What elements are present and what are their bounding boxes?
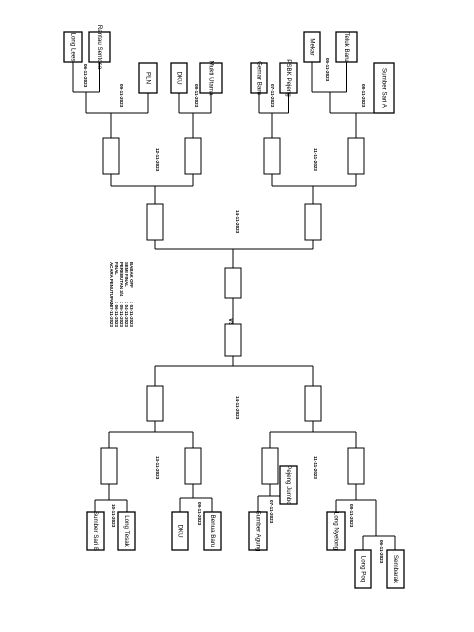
team-box-long-nyelong — [326, 511, 346, 551]
schedule-block: BABAK OFF SEMI FINAL PEREBUTAN 3/4 FINAL… — [109, 262, 134, 327]
team-box-long-poq — [354, 549, 372, 589]
date-mukti-match: 08-11-2023 — [194, 84, 199, 108]
date-pejeng-match: 07-11-2023 — [269, 500, 274, 524]
top-match-dates: 06-11-2023 09-11-2023 08-11-2023 07-11-2… — [83, 58, 366, 234]
bottom-match-boxes — [100, 385, 365, 485]
date-top-right-quarter: 11-11-2023 — [313, 148, 318, 171]
schedule-stage-1: BABAK OFF — [129, 262, 134, 288]
label-dku-bottom: DKU — [176, 524, 183, 537]
label-long-tesak: Long Tesak — [123, 515, 130, 547]
team-box-sumber-sari-b — [86, 511, 105, 551]
date-sumber-a-match: 08-11-2023 — [361, 84, 366, 108]
team-box-dku-bottom — [171, 511, 189, 551]
final-box-top — [224, 267, 242, 299]
label-gemar-baru: Gemar Baru — [255, 61, 262, 95]
semi-box-bottom-left — [146, 385, 164, 422]
team-box-pejeng-jumbo — [279, 465, 298, 505]
top-team-boxes — [63, 31, 395, 114]
team-box-sumber-agung — [248, 511, 268, 551]
label-sembarak: Sembarak — [392, 555, 399, 584]
label-sumber-agung: Sumber Agung — [254, 511, 261, 552]
date-nyelong-match: 08-11-2023 — [349, 504, 354, 528]
date-psbk-match: 07-11-2023 — [270, 84, 275, 108]
vs-label: VS — [227, 318, 234, 326]
label-mekar: Mekar — [308, 38, 315, 55]
date-benua-match: 09-11-2023 — [197, 502, 202, 526]
label-psbk-pejeng: PSBK Pejeng — [285, 59, 292, 97]
date-top-semi: 14-11-2023 — [235, 210, 240, 234]
label-benua-baru: Benua Baru — [209, 515, 216, 548]
schedule-date-1: : 03-11-2023 — [129, 302, 134, 327]
date-pln-match: 09-11-2023 — [119, 84, 124, 108]
match-box-top-2 — [184, 137, 202, 175]
date-bottom-semi: 14-11-2023 — [235, 396, 240, 420]
date-long-lees-match: 06-11-2023 — [83, 64, 88, 88]
match-box-bottom-3 — [261, 447, 279, 485]
bottom-team-boxes — [86, 465, 405, 589]
date-poq-match: 06-11-2023 — [379, 540, 384, 564]
label-long-nyelong: Long Nyelong — [332, 512, 339, 551]
date-teluk-match: 05-11-2023 — [325, 58, 330, 82]
label-rantau-sentosa: Rantau Sentosa — [96, 25, 103, 70]
label-sumber-sari-a: Sumber Sari A — [380, 68, 387, 109]
schedule-date-3: : 05-11-2023 — [119, 302, 124, 327]
label-pln: PLN — [144, 72, 151, 84]
bottom-team-labels: Sumber Sari B Long Tesak DKU Benua Baru … — [92, 465, 399, 584]
label-long-lees: Long Lees — [69, 33, 76, 62]
label-sumber-sari-b: Sumber Sari B — [92, 511, 99, 551]
schedule-stage-2: SEMI FINAL — [124, 262, 129, 287]
top-team-labels: Long Lees Rantau Sentosa PLN DKU Mukti U… — [69, 25, 387, 109]
date-bottom-left-quarter: 13-11-2023 — [155, 456, 160, 480]
label-long-poq: Long Poq — [359, 556, 366, 583]
schedule-date-2: : 04-11-2023 — [124, 302, 129, 327]
schedule-stage-4: FINAL — [114, 262, 119, 275]
team-box-benua-baru — [203, 511, 222, 551]
bottom-match-dates: 14-11-2023 13-11-2023 11-11-2023 10-11-2… — [111, 396, 384, 564]
date-bottom-right-quarter: 11-11-2023 — [313, 456, 318, 479]
match-box-bottom-2 — [184, 447, 202, 485]
label-mukti-utama: Mukti Utama — [207, 61, 214, 96]
date-sumber-b-match: 10-11-2023 — [111, 504, 116, 528]
top-bracket-lines — [72, 62, 384, 324]
schedule-date-5: : 07-11-2023 — [109, 302, 114, 327]
team-box-sembarak — [386, 549, 405, 589]
label-teluk-baru: Teluk Baru — [343, 32, 350, 62]
match-box-top-1 — [102, 137, 120, 175]
semi-box-bottom-right — [304, 385, 322, 422]
schedule-stage-5: ACARA PENUTUPAN — [109, 262, 114, 306]
schedule-date-4: : 06-11-2023 — [114, 302, 119, 327]
match-box-top-3 — [263, 137, 281, 175]
top-match-boxes — [102, 137, 365, 299]
date-top-left-quarter: 12-11-2023 — [155, 148, 160, 172]
semi-box-top-left — [146, 203, 164, 241]
match-box-top-4 — [347, 137, 365, 175]
final-box-bottom — [224, 323, 242, 357]
match-box-bottom-1 — [100, 447, 118, 485]
bottom-bracket-lines — [94, 356, 396, 550]
schedule-stage-3: PEREBUTAN 3/4 — [119, 262, 124, 297]
team-box-long-tesak — [117, 511, 136, 551]
label-dku-top: DKU — [175, 71, 182, 84]
label-pejeng-jumbo: Pejeng Jumbo — [285, 465, 292, 505]
semi-box-top-right — [304, 203, 322, 241]
match-box-bottom-4 — [347, 447, 365, 485]
